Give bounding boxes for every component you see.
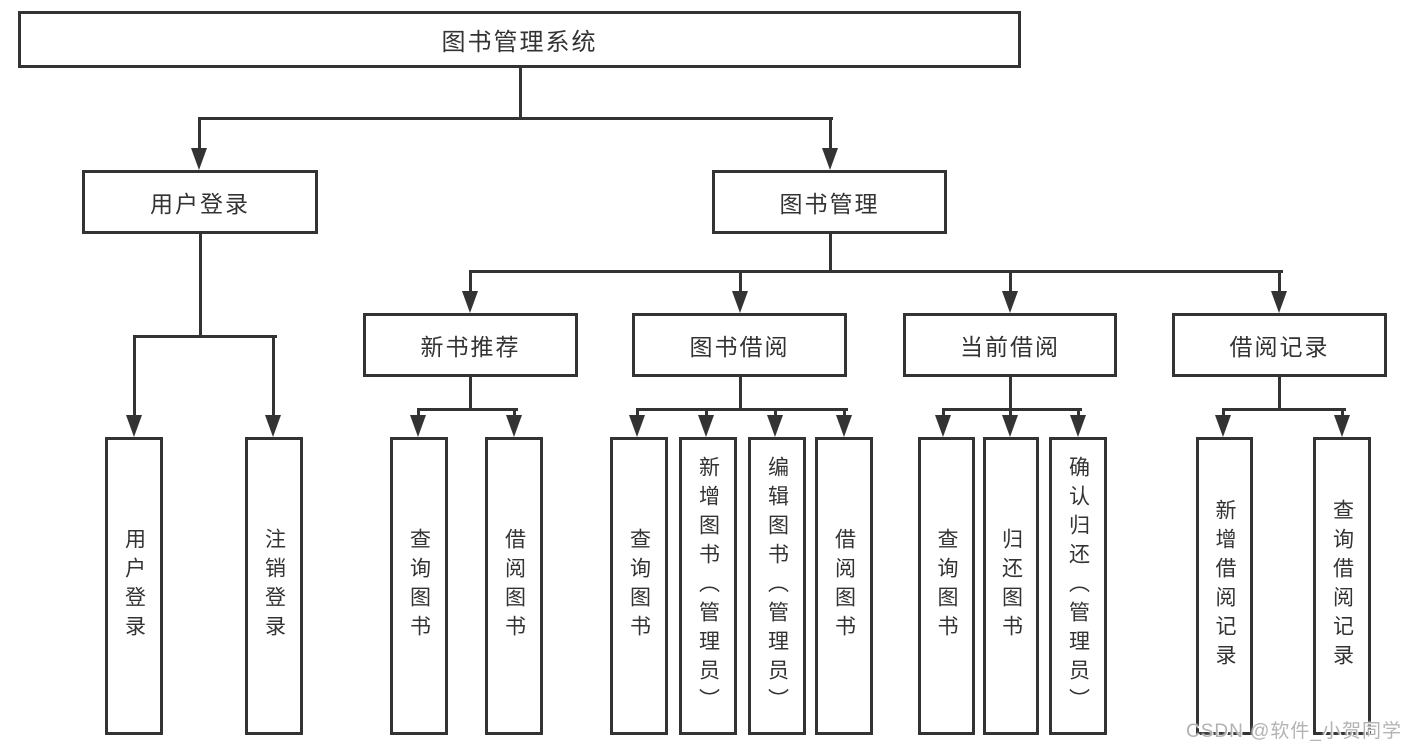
node-label: 新增图书（管理员）: [696, 455, 720, 717]
connector-line: [1009, 377, 1012, 411]
connector-line: [513, 408, 516, 417]
node-label: 查询图书: [407, 528, 431, 644]
connector-line: [942, 408, 1082, 411]
leaf-query-books-current: 查询图书: [918, 437, 975, 735]
node-label: 新书推荐: [420, 334, 521, 360]
arrow-down-icon: [462, 291, 478, 313]
connector-line: [469, 270, 1283, 273]
connector-line: [1341, 408, 1344, 417]
node-label: 图书管理: [779, 191, 880, 217]
arrow-down-icon: [767, 415, 783, 437]
connector-line: [636, 408, 848, 411]
arrow-down-icon: [1215, 415, 1231, 437]
node-label: 借阅记录: [1229, 334, 1330, 360]
connector-line: [1222, 408, 1346, 411]
connector-line: [1009, 408, 1012, 417]
connector-line: [1278, 377, 1281, 411]
arrow-down-icon: [732, 291, 748, 313]
node-current-borrowing: 当前借阅: [903, 313, 1117, 377]
node-book-borrowing: 图书借阅: [632, 313, 847, 377]
arrow-down-icon: [265, 415, 281, 437]
leaf-confirm-return-admin: 确认归还（管理员）: [1049, 437, 1107, 735]
arrow-down-icon: [191, 148, 207, 170]
node-label: 查询借阅记录: [1330, 499, 1354, 673]
arrow-down-icon: [935, 415, 951, 437]
connector-line: [199, 234, 202, 338]
arrow-down-icon: [629, 415, 645, 437]
connector-line: [1278, 270, 1281, 293]
node-new-book-recommendation: 新书推荐: [363, 313, 578, 377]
arrow-down-icon: [1271, 291, 1287, 313]
node-label: 注销登录: [262, 528, 286, 644]
arrow-down-icon: [126, 415, 142, 437]
node-label: 确认归还（管理员）: [1066, 455, 1090, 717]
connector-line: [739, 270, 742, 293]
connector-line: [739, 377, 742, 411]
connector-line: [469, 377, 472, 411]
connector-line: [1009, 270, 1012, 293]
connector-line: [636, 408, 639, 417]
connector-line: [705, 408, 708, 417]
node-book-management: 图书管理: [712, 170, 947, 234]
node-label: 编辑图书（管理员）: [765, 455, 789, 717]
node-label: 新增借阅记录: [1213, 499, 1236, 673]
arrow-down-icon: [410, 415, 426, 437]
leaf-borrow-books: 借阅图书: [815, 437, 873, 735]
connector-line: [1077, 408, 1080, 417]
connector-line: [198, 117, 833, 120]
node-label: 借阅图书: [832, 528, 856, 644]
node-label: 借阅图书: [502, 528, 526, 644]
leaf-query-books-newbook: 查询图书: [390, 437, 448, 735]
connector-line: [829, 234, 832, 273]
leaf-query-borrow-record: 查询借阅记录: [1313, 437, 1371, 735]
csdn-watermark: CSDN @软件_小贺同学: [1186, 721, 1402, 742]
connector-line: [272, 335, 275, 417]
arrow-down-icon: [836, 415, 852, 437]
connector-line: [417, 408, 420, 417]
connector-line: [198, 117, 201, 150]
connector-line: [843, 408, 846, 417]
arrow-down-icon: [1002, 291, 1018, 313]
leaf-add-books-admin: 新增图书（管理员）: [679, 437, 737, 735]
connector-line: [774, 408, 777, 417]
node-library-management-system: 图书管理系统: [18, 11, 1021, 68]
leaf-edit-books-admin: 编辑图书（管理员）: [748, 437, 806, 735]
node-user-login: 用户登录: [82, 170, 318, 234]
connector-line: [469, 270, 472, 293]
connector-line: [829, 117, 832, 150]
leaf-user-login: 用户登录: [105, 437, 163, 735]
node-label: 查询图书: [935, 528, 958, 644]
arrow-down-icon: [506, 415, 522, 437]
node-label: 当前借阅: [960, 334, 1060, 360]
leaf-add-borrow-record: 新增借阅记录: [1196, 437, 1253, 735]
arrow-down-icon: [822, 148, 838, 170]
arrow-down-icon: [1002, 415, 1018, 437]
arrow-down-icon: [1070, 415, 1086, 437]
node-label: 图书借阅: [689, 334, 790, 360]
connector-line: [942, 408, 945, 417]
connector-line: [417, 408, 518, 411]
connector-line: [133, 335, 277, 338]
leaf-borrow-books-newbook: 借阅图书: [485, 437, 543, 735]
connector-line: [1222, 408, 1225, 417]
connector-line: [133, 335, 136, 417]
connector-line: [519, 68, 522, 117]
leaf-logout: 注销登录: [245, 437, 303, 735]
arrow-down-icon: [698, 415, 714, 437]
node-label: 图书管理系统: [441, 29, 598, 56]
node-borrowing-records: 借阅记录: [1172, 313, 1387, 377]
leaf-query-books-borrow: 查询图书: [610, 437, 668, 735]
node-label: 归还图书: [999, 528, 1023, 644]
arrow-down-icon: [1334, 415, 1350, 437]
node-label: 查询图书: [627, 528, 651, 644]
leaf-return-books: 归还图书: [983, 437, 1039, 735]
node-label: 用户登录: [122, 528, 146, 644]
node-label: 用户登录: [150, 191, 250, 217]
